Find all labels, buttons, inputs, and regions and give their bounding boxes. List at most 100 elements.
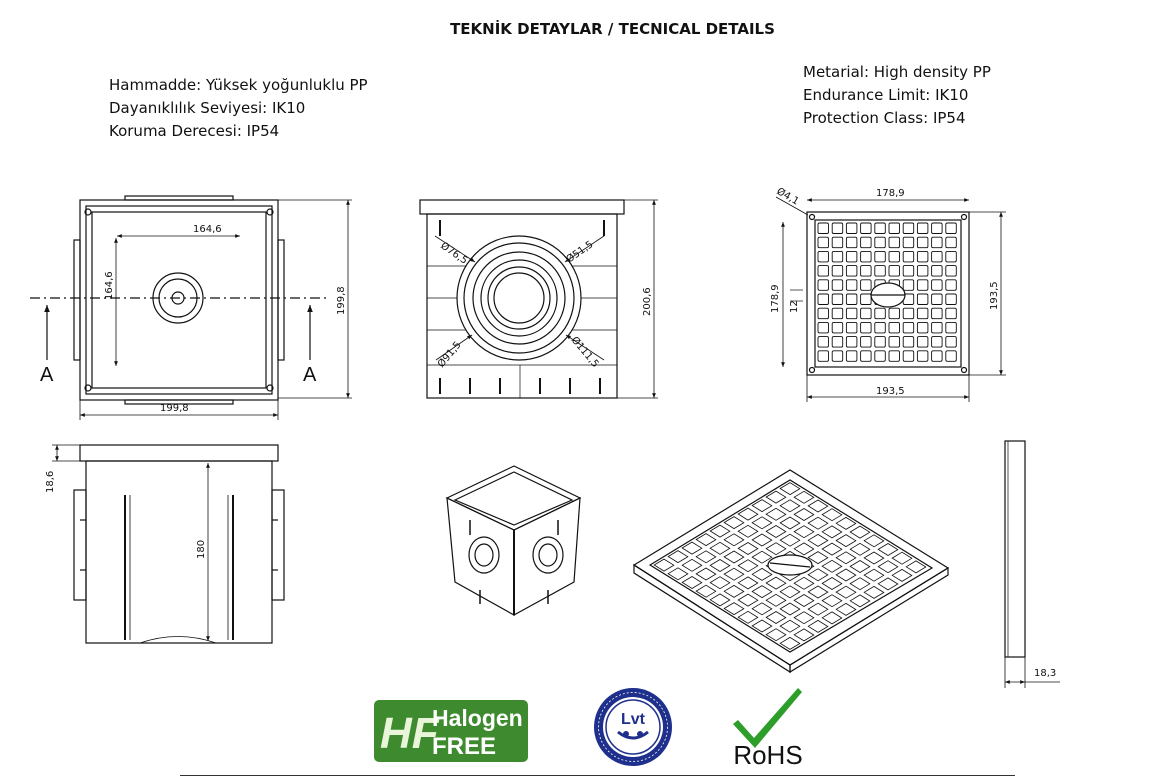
grid-cell xyxy=(888,321,900,334)
iso-grid-cell xyxy=(877,543,899,556)
iso-grid-cell xyxy=(681,576,703,589)
grid-cell xyxy=(902,222,915,234)
grid-cell xyxy=(845,321,858,334)
iso-grid-cell xyxy=(877,560,899,574)
iso-grid-cell xyxy=(737,524,759,538)
grid-cell xyxy=(831,222,844,234)
grid-cell xyxy=(888,222,900,234)
dim-cover-hole: Ø4,1 xyxy=(775,185,802,207)
iso-grid-cell xyxy=(737,507,759,521)
grid-cell xyxy=(945,293,957,305)
iso-grid-cell xyxy=(807,516,829,530)
iso-grid-cell xyxy=(751,516,773,530)
iso-grid-cell xyxy=(765,542,787,556)
iso-grid-cell xyxy=(821,611,843,625)
grid-cell xyxy=(902,250,915,263)
iso-grid-cell xyxy=(793,611,815,625)
grid-cell xyxy=(888,307,900,320)
dim-cover-right-height: 193,5 xyxy=(989,281,1000,310)
dim-pipe-111: Ø111,5 xyxy=(569,334,602,370)
grid-cell xyxy=(845,250,858,263)
iso-grid-cell xyxy=(793,576,815,590)
iso-grid-cell xyxy=(849,594,871,608)
iso-grid-cell xyxy=(765,628,787,642)
iso-grid-cell xyxy=(807,602,829,616)
grid-cell xyxy=(874,236,886,249)
dim-cover-top-width: 178,9 xyxy=(876,188,905,199)
grid-cell xyxy=(916,279,929,291)
iso-grid-cell xyxy=(793,490,815,504)
grid-cell xyxy=(931,321,943,334)
grid-cell xyxy=(931,236,943,249)
lvt-seal: Lvt xyxy=(594,688,672,766)
iso-grid-cell xyxy=(723,584,745,598)
iso-grid-cell xyxy=(751,585,773,599)
grid-cell xyxy=(931,336,943,348)
iso-grid-cell xyxy=(807,551,829,565)
iso-grid-cell xyxy=(751,533,773,547)
grid-cell xyxy=(860,222,872,234)
grid-cell xyxy=(902,279,915,291)
dim-cover-left-height: 178,9 xyxy=(770,284,781,313)
grid-cell xyxy=(945,250,957,263)
grid-cell xyxy=(845,222,858,234)
iso-grid-cell xyxy=(709,559,731,572)
iso-grid-cell xyxy=(751,499,773,513)
grid-cell xyxy=(931,265,943,277)
grid-cell xyxy=(831,250,844,263)
dim-outer-height: 199,8 xyxy=(336,286,347,315)
grid-cell xyxy=(817,350,829,362)
iso-grid-cell xyxy=(765,490,787,504)
section-view xyxy=(52,444,285,644)
iso-grid-cell xyxy=(765,576,787,590)
grid-cell xyxy=(845,265,858,277)
grid-cell xyxy=(831,321,844,334)
grid-cell xyxy=(831,293,844,305)
grid-cell xyxy=(817,265,829,277)
grid-cell xyxy=(874,321,886,334)
iso-grid-cell xyxy=(863,585,885,599)
iso-grid-cell xyxy=(737,610,759,624)
iso-grid-cell xyxy=(695,550,717,564)
grid-cell xyxy=(916,250,929,263)
section-label-right: A xyxy=(303,364,317,386)
iso-grid-cell xyxy=(779,516,801,530)
iso-grid-cell xyxy=(863,568,885,582)
dim-rim-height: 18,6 xyxy=(45,471,56,493)
grid-cell xyxy=(845,307,858,320)
grid-cell xyxy=(931,307,943,320)
grid-cell xyxy=(945,336,957,348)
iso-grid-cell xyxy=(793,525,815,539)
iso-grid-cell xyxy=(779,585,801,599)
grid-cell xyxy=(888,265,900,277)
iso-grid-cell xyxy=(793,542,815,556)
cover-view xyxy=(775,196,1006,402)
grid-cell xyxy=(817,236,829,249)
grid-cell xyxy=(888,350,900,362)
grid-cell xyxy=(916,222,929,234)
cover-side-view xyxy=(1004,440,1060,688)
dim-pipe-51: Ø51,5 xyxy=(564,238,596,265)
dim-pipe-76: Ø76,5 xyxy=(438,240,470,267)
grid-cell xyxy=(902,307,915,320)
iso-grid-cell xyxy=(695,533,717,547)
spec-protection-tr: Koruma Derecesi: IP54 xyxy=(109,122,280,140)
grid-cell xyxy=(831,336,844,348)
iso-grid-cell xyxy=(737,593,759,607)
iso-grid-cell xyxy=(821,525,843,539)
iso-grid-cell xyxy=(891,568,913,582)
iso-grid-cell xyxy=(751,602,773,616)
grid-cell xyxy=(945,350,957,362)
dim-cover-bottom-width: 193,5 xyxy=(876,386,905,397)
grid-cell xyxy=(860,321,872,334)
spec-material-en: Metarial: High density PP xyxy=(803,63,991,81)
grid-cell xyxy=(831,236,844,249)
iso-grid-cell xyxy=(723,567,745,581)
spec-english: Metarial: High density PP Endurance Limi… xyxy=(803,61,991,130)
iso-grid-cell xyxy=(807,585,829,599)
iso-grid-cell xyxy=(779,619,801,633)
iso-grid-cell xyxy=(737,576,759,590)
rohs-badge: RoHS xyxy=(733,688,803,768)
iso-grid-cell xyxy=(835,551,857,565)
